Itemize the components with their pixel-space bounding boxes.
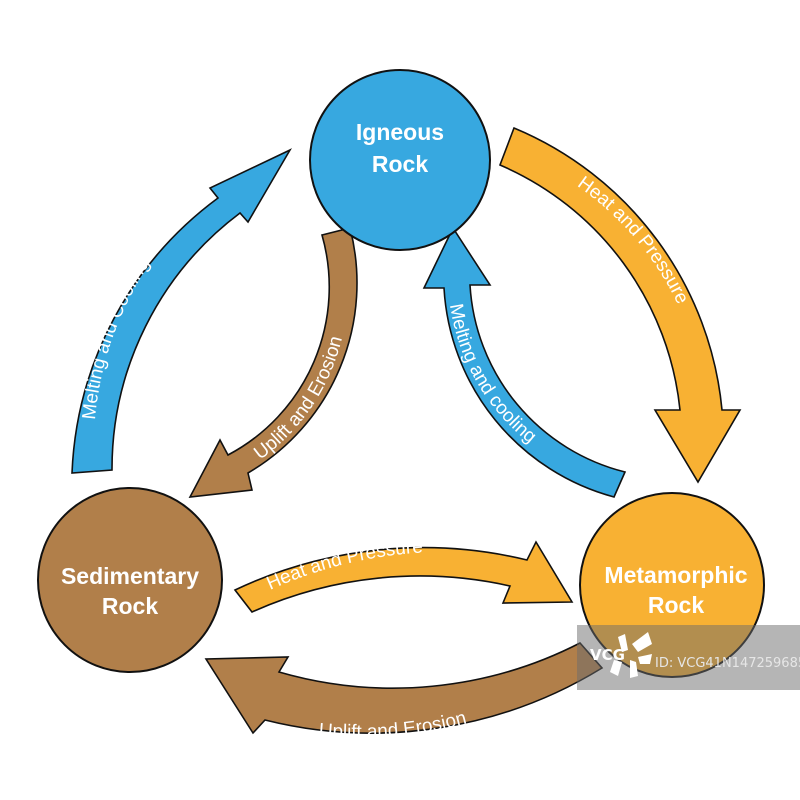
arrow-shape <box>233 540 574 613</box>
arrow-shape <box>71 148 292 474</box>
watermark: VCG ID: VCG41N1472596853 <box>577 625 800 690</box>
node-label-line1: Sedimentary <box>61 563 199 589</box>
node-label-line1: Metamorphic <box>604 562 747 588</box>
node-igneous-rock: Igneous Rock <box>309 69 491 251</box>
node-label-line2: Rock <box>648 592 704 618</box>
vcg-logo-icon <box>610 632 652 678</box>
watermark-band <box>577 625 800 690</box>
arrow-uplift-and-erosion-bottom: Uplift and Erosion <box>204 642 604 743</box>
arrow-melting-and-cooling-left: Melting and Cooling <box>71 148 292 474</box>
watermark-logo: VCG <box>590 646 625 664</box>
arrow-heat-and-pressure-bottom: Heat and Pressure <box>233 536 574 613</box>
arrow-uplift-and-erosion-inner: Uplift and Erosion <box>188 227 358 498</box>
sedimentary-circle <box>37 487 223 673</box>
arrow-shape <box>498 126 742 484</box>
arrow-shape <box>422 226 627 498</box>
arrow-label: Uplift and Erosion <box>250 334 347 464</box>
node-label-line2: Rock <box>372 151 428 177</box>
arrow-shape <box>204 642 604 735</box>
node-sedimentary-rock: Sedimentary Rock <box>37 487 223 673</box>
node-label-line2: Rock <box>102 593 158 619</box>
arrow-melting-and-cooling-inner: Melting and cooling <box>422 226 627 498</box>
arrow-shape <box>188 227 358 498</box>
watermark-id: ID: VCG41N1472596853 <box>655 656 800 671</box>
node-label-line1: Igneous <box>356 119 444 145</box>
igneous-circle <box>309 69 491 251</box>
arrow-label: Heat and Pressure <box>574 173 693 308</box>
